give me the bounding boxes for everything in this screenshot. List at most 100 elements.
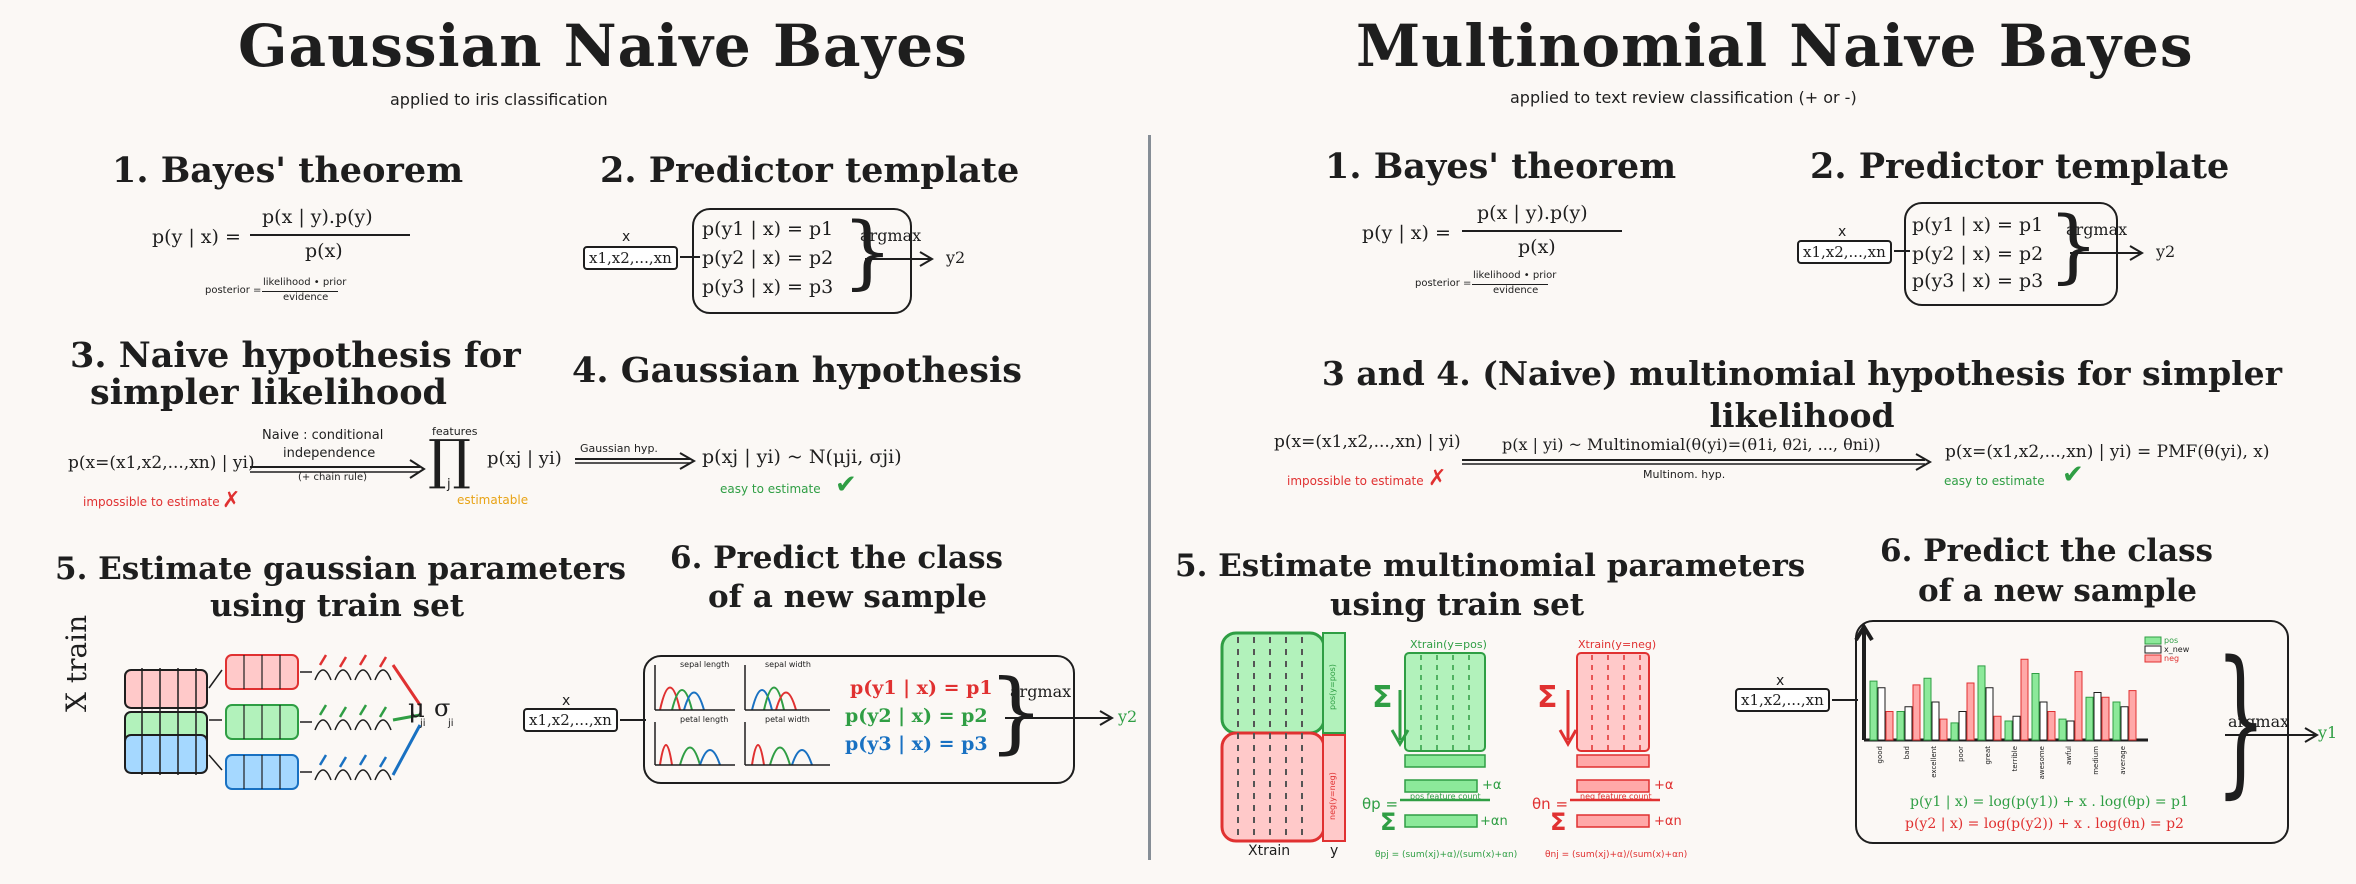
right-s1-post-line xyxy=(1472,284,1548,285)
bar-neg-good xyxy=(1885,711,1894,741)
right-s6-legend-xnew: x_new xyxy=(2164,645,2190,654)
right-subtitle: applied to text review classification (+… xyxy=(1510,88,1857,107)
right-s2-in-arrow xyxy=(1894,250,1910,252)
right-s34-cross: ✗ xyxy=(1428,466,1447,491)
right-s1-den: p(x) xyxy=(1518,236,1556,258)
right-s5-alpha-neg-num: +α xyxy=(1654,778,1674,793)
left-s1-lhs: p(y | x) = xyxy=(152,226,241,248)
left-s5-heading-2: using train set xyxy=(210,588,465,624)
right-s34-impossible: impossible to estimate xyxy=(1287,474,1424,488)
right-s34-heading: 3 and 4. (Naive) multinomial hypothesis … xyxy=(1321,354,2283,435)
right-s6-heading-2: of a new sample xyxy=(1918,573,2197,609)
bar-label-excellent: excellent xyxy=(1930,746,1938,778)
bar-pos-medium xyxy=(2085,696,2094,741)
bar-label-good: good xyxy=(1876,746,1884,763)
right-s1-num: p(x | y).p(y) xyxy=(1477,202,1588,224)
left-s2-x: x xyxy=(622,229,631,245)
left-s2-line-1: p(y1 | x) = p1 xyxy=(702,218,834,240)
left-s6-line-3: p(y3 | x) = p3 xyxy=(845,733,988,755)
left-s4-arrow-label: Gaussian hyp. xyxy=(580,442,658,455)
left-s2-line-3: p(y3 | x) = p3 xyxy=(702,276,834,298)
right-s5-graphic xyxy=(1220,631,1660,843)
right-s5-neg-formula: θnj = (sum(xj)+α)/(sum(x)+αn) xyxy=(1545,850,1688,860)
right-s5-pos-formula: θpj = (sum(xj)+α)/(sum(x)+αn) xyxy=(1375,850,1518,860)
right-s5-xtrain-pos: Xtrain(y=pos) xyxy=(1410,638,1487,651)
right-s2-heading: 2. Predictor template xyxy=(1810,146,2230,187)
left-s5-sigma: σ xyxy=(434,694,451,722)
left-s3-estimable: estimatable xyxy=(457,493,529,507)
bar-neg-poor xyxy=(1966,682,1975,741)
right-s1-post-num: likelihood • prior xyxy=(1473,270,1557,281)
right-s2-line-3: p(y3 | x) = p3 xyxy=(1912,270,2044,292)
left-s4-arrow xyxy=(575,452,697,470)
left-s1-den: p(x) xyxy=(305,240,343,262)
left-s3-heading-2: simpler likelihood xyxy=(90,372,448,413)
left-s6-argmax: argmax xyxy=(1010,682,1072,701)
left-s6-x: x xyxy=(562,693,571,709)
left-s6-mini-1: sepal length xyxy=(680,660,730,669)
left-s1-post-num: likelihood • prior xyxy=(263,277,347,288)
left-s1-frac-line xyxy=(250,234,410,236)
right-s5-pos-count: pos feature count xyxy=(1410,792,1481,801)
right-s34-easy: easy to estimate xyxy=(1944,474,2045,488)
left-s3-impossible: impossible to estimate xyxy=(83,495,220,509)
left-s5-xtrain: X train xyxy=(60,614,93,712)
left-title: Gaussian Naive Bayes xyxy=(238,12,968,80)
right-s6-eq1: p(y1 | x) = log(p(y1)) + x . log(θp) = p… xyxy=(1910,794,2189,810)
right-s5-pos-vert: pos(y=pos) xyxy=(1328,664,1337,710)
bar-neg-terrible xyxy=(2020,658,2029,741)
left-s2-in-arrow xyxy=(680,256,700,258)
bar-x_new-good xyxy=(1877,687,1886,741)
right-s6-out: y1 xyxy=(2318,723,2338,742)
left-s3-arrow xyxy=(250,459,426,479)
left-s3-rhs: p(xj | yi) xyxy=(487,448,562,469)
right-s6-box xyxy=(1855,620,2289,844)
left-s6-brace: } xyxy=(988,660,1044,763)
right-title: Multinomial Naive Bayes xyxy=(1356,12,2194,80)
left-s2-out-arrow xyxy=(865,251,934,267)
bar-x_new-medium xyxy=(2093,692,2102,741)
right-s1-lhs: p(y | x) = xyxy=(1362,222,1451,244)
left-s6-mini-2: sepal width xyxy=(765,660,811,669)
left-s2-box xyxy=(692,208,912,314)
left-s3-naive-2: independence xyxy=(283,446,376,461)
right-s34-arrow xyxy=(1462,453,1933,471)
left-s3-features: features xyxy=(432,425,478,438)
bar-pos-bad xyxy=(1896,711,1905,741)
right-s6-x: x xyxy=(1776,673,1785,689)
left-s3-naive-1: Naive : conditional xyxy=(262,428,384,443)
left-s6-heading-2: of a new sample xyxy=(708,579,987,615)
bar-pos-awful xyxy=(2058,718,2067,741)
right-s2-line-1: p(y1 | x) = p1 xyxy=(1912,214,2044,236)
left-s3-heading-1: 3. Naive hypothesis for xyxy=(70,335,521,376)
left-s3-chain: (+ chain rule) xyxy=(298,472,367,483)
right-s6-legend-pos: pos xyxy=(2164,636,2179,645)
vertical-divider xyxy=(1148,135,1151,860)
right-s1-frac-line xyxy=(1462,230,1622,232)
left-s5-graphic xyxy=(124,654,422,790)
bar-x_new-awful xyxy=(2066,720,2075,741)
left-s2-xvec: x1,x2,...,xn xyxy=(583,246,678,270)
right-s34-arrow-label: Multinom. hyp. xyxy=(1643,468,1726,481)
right-s2-out-arrow xyxy=(2070,245,2144,261)
left-s5-mu: μ xyxy=(408,694,425,724)
right-s2-line-2: p(y2 | x) = p2 xyxy=(1912,243,2044,265)
right-s34-rhs: p(x=(x1,x2,...,xn) | yi) = PMF(θ(yi), x) xyxy=(1945,442,2270,462)
right-s34-mid: p(x | yi) ~ Multinomial(θ(yi)=(θ1i, θ2i,… xyxy=(1502,435,1881,454)
left-subtitle: applied to iris classification xyxy=(390,90,608,109)
bar-neg-bad xyxy=(1912,684,1921,741)
right-s1-heading: 1. Bayes' theorem xyxy=(1325,146,1677,187)
left-s6-out-arrow xyxy=(1005,710,1114,726)
bar-pos-average xyxy=(2112,701,2121,741)
right-s5-heading-2: using train set xyxy=(1330,587,1585,623)
left-s4-heading: 4. Gaussian hypothesis xyxy=(572,350,1022,391)
right-s6-xvec: x1,x2,...,xn xyxy=(1735,688,1830,712)
bar-label-awful: awful xyxy=(2065,746,2073,765)
bar-pos-excellent xyxy=(1923,677,1932,741)
right-s6-out-arrow xyxy=(2225,727,2319,743)
bar-neg-excellent xyxy=(1939,718,1948,741)
bar-neg-awesome xyxy=(2047,711,2056,741)
legend-swatch-pos xyxy=(2144,636,2162,645)
bar-x_new-bad xyxy=(1904,706,1913,741)
